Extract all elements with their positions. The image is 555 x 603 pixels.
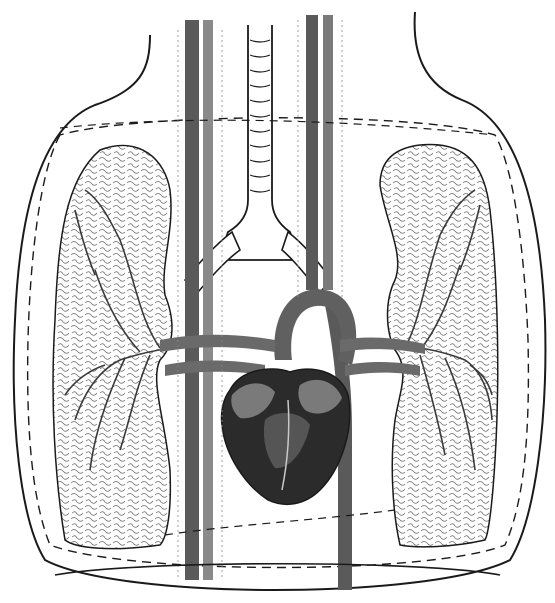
heart	[221, 369, 349, 504]
aorta-column	[306, 15, 318, 290]
left-lung	[53, 146, 172, 549]
aortic-arch	[274, 289, 356, 365]
left-vertical-vessel-2	[203, 20, 213, 580]
lower-thorax-outline	[55, 564, 500, 575]
vena-cava-column	[323, 15, 333, 290]
upper-dashed-line	[60, 120, 495, 135]
diaphragm-line	[165, 510, 395, 535]
pulmonary-vessels	[160, 335, 425, 376]
trachea	[218, 25, 300, 260]
left-vertical-vessel	[185, 20, 199, 580]
